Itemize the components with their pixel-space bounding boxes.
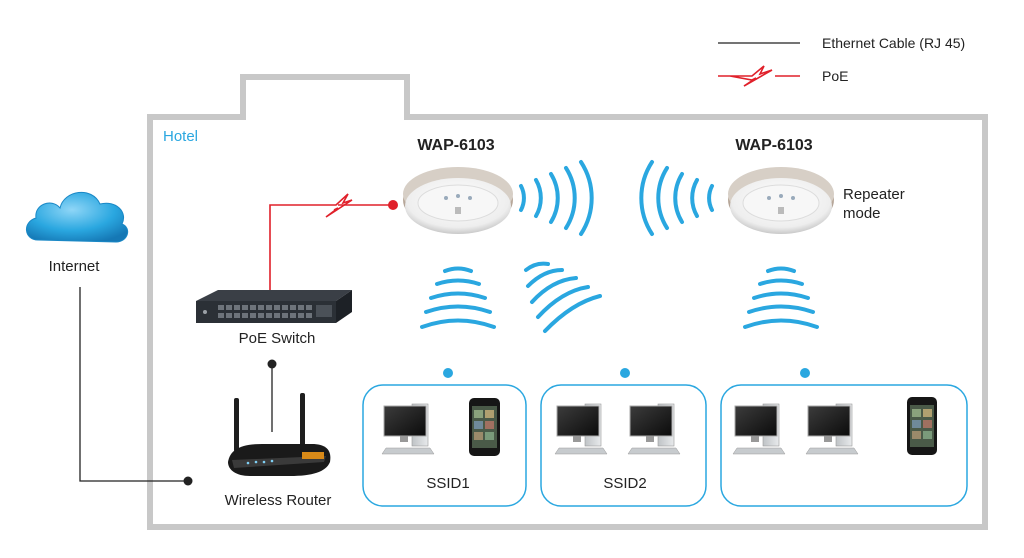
wireless-router-device [228, 393, 331, 476]
desktop-computer-icon [732, 403, 786, 455]
ssid-group-2-box [540, 384, 707, 507]
poe-legend-bolt-icon [718, 65, 800, 87]
wifi-signal-icon [743, 266, 819, 329]
ssid-1-label: SSID1 [426, 475, 470, 492]
hotel-label: Hotel [163, 128, 199, 145]
connector-dot [267, 359, 277, 369]
ssid-2-label: SSID2 [603, 475, 647, 492]
ssid-dot [800, 368, 810, 378]
hotel-building-outline [147, 74, 988, 530]
ethernet-line-internet-router [79, 287, 188, 482]
connector-dot [183, 476, 193, 486]
internet-cloud-icon [26, 191, 129, 243]
desktop-computer-icon [627, 403, 681, 455]
legend-ethernet-label: Ethernet Cable (RJ 45) [822, 35, 966, 51]
desktop-computer-icon [554, 403, 608, 455]
wifi-signal-icon [519, 160, 594, 236]
smartphone-icon [907, 397, 937, 455]
ssid-dot [620, 368, 630, 378]
wifi-signal-icon [639, 160, 714, 236]
internet-label: Internet [48, 258, 100, 275]
desktop-computer-icon [805, 403, 859, 455]
legend-poe-label: PoE [822, 68, 849, 84]
repeater-mode-label: Repeater mode [843, 186, 905, 222]
ssid-group-1-box [362, 384, 527, 507]
wireless-router-label: Wireless Router [224, 492, 332, 509]
poe-line-switch-ap [269, 193, 398, 298]
access-point-1-device [403, 167, 513, 234]
poe-switch-label: PoE Switch [238, 330, 316, 347]
access-point-2-device [728, 167, 834, 234]
smartphone-icon [469, 398, 500, 456]
access-point-1-label: WAP-6103 [417, 137, 495, 154]
ssid-dot [443, 368, 453, 378]
poe-switch-device [196, 290, 352, 323]
ssid-group-3-box [720, 384, 968, 507]
access-point-2-label: WAP-6103 [735, 137, 813, 154]
wifi-signal-icon [524, 261, 602, 333]
wifi-signal-icon [420, 266, 496, 329]
desktop-computer-icon [381, 403, 435, 455]
